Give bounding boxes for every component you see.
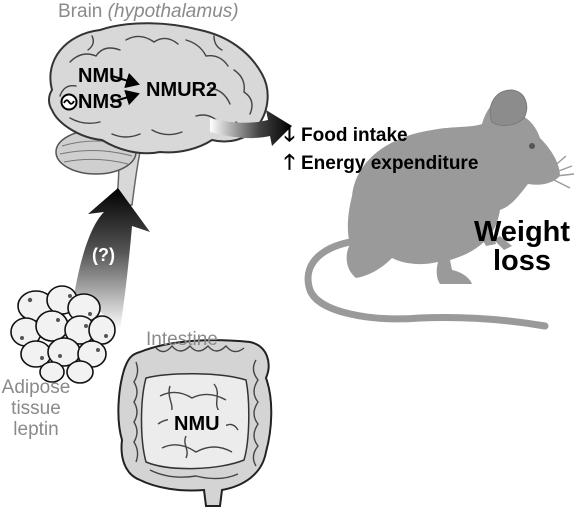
food-intake-label: Food intake: [301, 125, 408, 146]
adipose-line3: leptin: [13, 418, 59, 440]
adipose-nuclei: [20, 294, 108, 360]
brain-title: Brain (hypothalamus): [58, 2, 239, 21]
nms-to-receptor-arrow: [111, 89, 140, 106]
adipose-cells: [10, 285, 116, 384]
up-arrow-icon: 🡑: [284, 151, 295, 174]
brain-to-effects-arrow: [210, 110, 292, 146]
nmu-to-receptor-arrow: [111, 72, 140, 89]
adipose-line2: tissue: [11, 397, 61, 419]
nmur2-label: NMUR2: [146, 79, 218, 101]
energy-row: 🡑 Energy expenditure: [284, 152, 478, 173]
adipose-line1: Adipose: [1, 377, 71, 398]
weight-label: Weight: [473, 216, 571, 248]
loss-label: loss: [492, 245, 552, 277]
intestine-title: Intestine: [146, 329, 218, 350]
unknown-link-label: (?): [92, 245, 115, 265]
adipose-label: Adipose tissue leptin: [0, 377, 72, 441]
weight-loss-label: Weight loss: [472, 218, 572, 276]
energy-expenditure-label: Energy expenditure: [301, 153, 479, 174]
down-arrow-icon: 🡓: [284, 123, 295, 146]
intestine-drawing: [117, 339, 273, 507]
adipose-to-brain-arrow: [74, 188, 150, 330]
nmu-brain-label: NMU: [78, 65, 124, 87]
hypothalamus-label: (hypothalamus): [107, 1, 239, 22]
brain-label: Brain: [58, 1, 103, 22]
nms-label: NMS: [78, 91, 123, 113]
nmu-intestine-label: NMU: [174, 413, 220, 435]
mouse-drawing: [304, 89, 575, 330]
food-intake-row: 🡓 Food intake: [284, 124, 408, 145]
